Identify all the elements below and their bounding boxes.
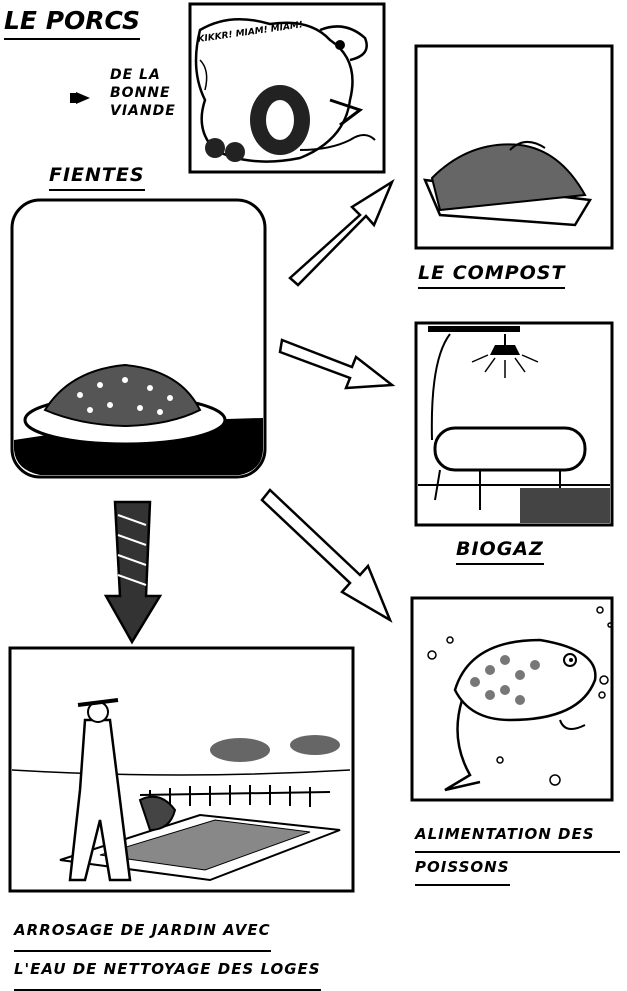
pig-panel: KIKKR! MIAM! MIAM! [188,2,386,174]
arrow-to-biogas-icon [278,338,396,390]
arrow-to-compost-icon [288,178,395,287]
biogas-panel [414,321,614,527]
fish-label-line: POISSONS [415,853,510,886]
feces-panel [10,198,267,479]
fish-label: ALIMENTATION DES POISSONS [415,820,620,886]
arrow-to-garden-icon [103,500,163,645]
meat-label: DE LA BONNE VIANDE [110,66,176,120]
meat-label-line: VIANDE [110,103,176,119]
feces-label: FIENTES [49,164,145,191]
meat-label-line: DE LA [110,67,161,83]
arrow-to-fish-icon [260,488,393,623]
meat-label-line: BONNE [110,85,171,101]
page-title: LE PORCS [4,6,140,40]
garden-label-line: L'EAU DE NETTOYAGE DES LOGES [14,952,321,991]
biogas-label: BIOGAZ [456,538,544,565]
compost-label: LE COMPOST [418,262,566,289]
garden-panel [8,646,355,893]
garden-label-line: ARROSAGE DE JARDIN AVEC [14,913,271,952]
garden-label: ARROSAGE DE JARDIN AVEC L'EAU DE NETTOYA… [14,913,344,991]
compost-panel [414,44,614,250]
fish-panel [410,596,614,802]
fish-label-line: ALIMENTATION DES [415,820,620,853]
meat-pointer-icon [70,92,90,104]
